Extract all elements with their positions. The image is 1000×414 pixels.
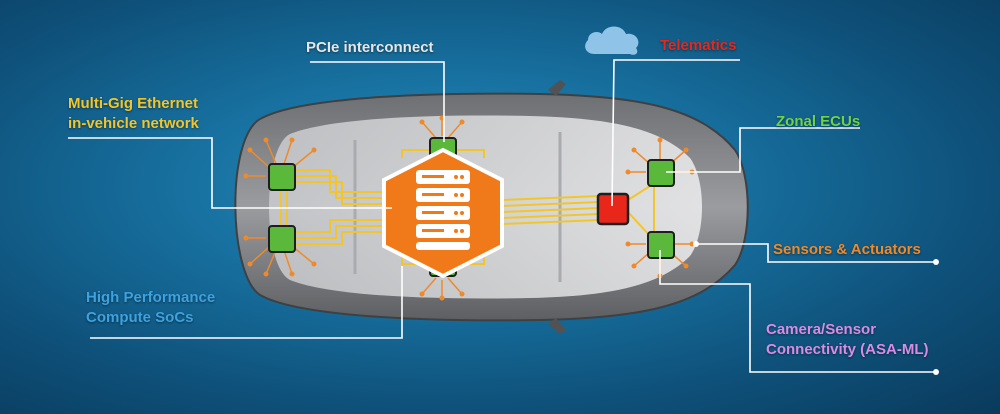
camera-callout-line (659, 250, 936, 373)
sensors-actuators-label: Sensors & Actuators (773, 241, 921, 258)
zonal-ecu-chip-rear-left (268, 163, 296, 191)
zonal-ecu-chip-front-left (647, 159, 675, 187)
hpc-socs-label: High Performance Compute SoCs (86, 288, 215, 328)
zonal-ecu-chip-rear-right (268, 225, 296, 253)
pcie-interconnect-label: PCIe interconnect (306, 39, 434, 56)
hpc-label-line2: Compute SoCs (86, 309, 194, 326)
hpc-label-line1: High Performance (86, 289, 216, 306)
ethernet-network-label: Multi-Gig Ethernet in-vehicle network (68, 94, 199, 134)
camera-sensor-connectivity-label: Camera/Sensor Connectivity (ASA-ML) (766, 320, 929, 360)
ethernet-label-line2: in-vehicle network (68, 115, 199, 132)
zonal-ecus-label: Zonal ECUs (776, 113, 861, 130)
ethernet-label-line1: Multi-Gig Ethernet (68, 95, 198, 112)
cloud-icon (585, 26, 639, 55)
zonal-ecu-chip-front-right (647, 231, 675, 259)
pcie-callout-line (310, 61, 445, 142)
telematics-label: Telematics (660, 37, 737, 54)
sensors-callout-line (696, 243, 936, 263)
camera-label-line2: Connectivity (ASA-ML) (766, 341, 929, 358)
ethernet-callout-line (68, 137, 392, 209)
telematics-callout-line (611, 59, 740, 207)
callout-lines (68, 59, 936, 373)
sensor-dots (243, 115, 695, 301)
central-compute-hub (382, 147, 504, 279)
sensor-fanouts (246, 118, 692, 298)
zonal-callout-line (666, 127, 860, 173)
camera-label-line1: Camera/Sensor (766, 321, 877, 338)
callout-endpoints (693, 241, 939, 375)
server-stack-icon (416, 170, 470, 250)
hpc-callout-line (90, 266, 403, 339)
telematics-chip (596, 192, 630, 226)
